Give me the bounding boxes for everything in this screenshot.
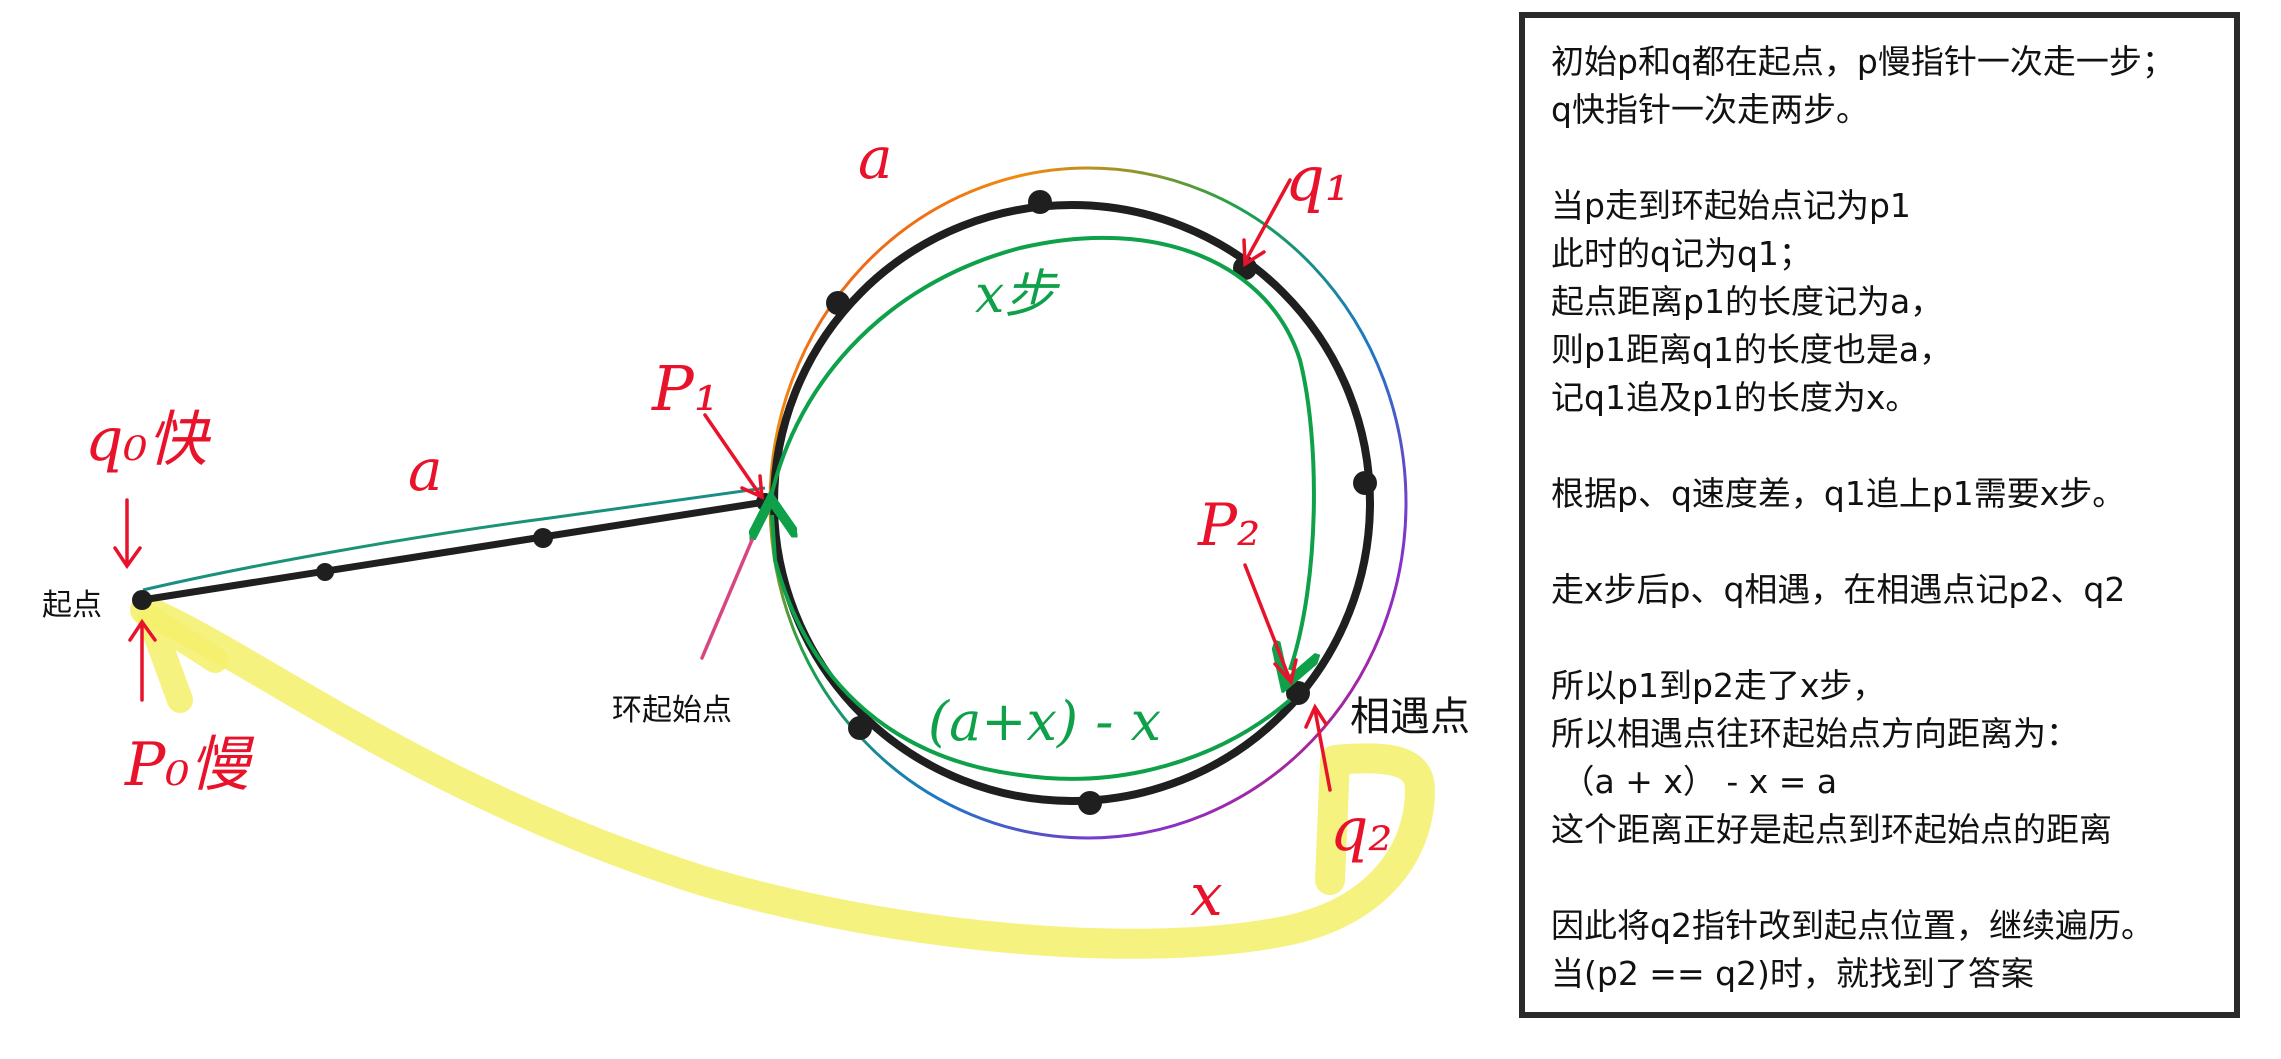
- explanation-line: 则p1距离q1的长度也是a，: [1551, 330, 1953, 369]
- explanation-line: q快指针一次走两步。: [1551, 90, 1869, 129]
- return-to-start-highlight: [130, 595, 1435, 959]
- explanation-line: 起点距离p1的长度记为a，: [1551, 282, 1944, 321]
- pointer-arrows: [113, 178, 1332, 792]
- tail-distance-scribble: [142, 486, 766, 592]
- return-path-green: [772, 515, 1292, 781]
- q0-arrow: [113, 498, 142, 570]
- q2-label: q₂: [1330, 795, 1392, 865]
- explanation-line: 当p走到环起始点记为p1: [1551, 186, 1911, 225]
- explanation-line: [1551, 422, 2210, 470]
- node-tail-1: [316, 563, 334, 581]
- node-loop-left-bottom: [848, 716, 872, 740]
- explanation-line: 根据p、q速度差，q1追上p1需要x步。: [1551, 474, 2126, 513]
- p2-label: P₂: [1197, 491, 1260, 559]
- node-loop-1: [826, 291, 850, 315]
- explanation-line: [1551, 134, 2210, 182]
- explanation-line: 初始p和q都在起点，p慢指针一次走一步；: [1551, 42, 2175, 81]
- explanation-panel: 初始p和q都在起点，p慢指针一次走一步； q快指针一次走两步。 当p走到环起始点…: [1519, 12, 2240, 1018]
- node-loop-right: [1353, 471, 1377, 495]
- start-label: 起点: [42, 588, 102, 623]
- p0-arrow: [128, 618, 157, 702]
- explanation-line: 这个距离正好是起点到环起始点的距离: [1551, 810, 2112, 849]
- loop-entry-label: 环起始点: [612, 693, 732, 728]
- node-start: [132, 590, 152, 610]
- explanation-line: 所以p1到p2走了x步，: [1551, 666, 1886, 705]
- explanation-line: 记q1追及p1的长度为x。: [1551, 378, 1919, 417]
- slow-start-label: P₀慢: [124, 730, 254, 800]
- node-tail-2: [533, 528, 553, 548]
- explanation-line: 此时的q记为q1；: [1551, 234, 1812, 273]
- q1-label: q₁: [1285, 142, 1350, 215]
- p2-arrow: [1243, 563, 1298, 686]
- meeting-point-label: 相遇点: [1350, 694, 1470, 740]
- explanation-line: 当(p2 == q2)时，就找到了答案: [1551, 954, 2034, 993]
- list-tail-line: [138, 498, 769, 604]
- explanation-line: 走x步后p、q相遇，在相遇点记p2、q2: [1551, 570, 2126, 609]
- arc-a-label: a: [858, 124, 893, 192]
- explanation-line: [1551, 518, 2210, 566]
- chase-path-green: [766, 235, 1314, 670]
- explanation-line: [1551, 614, 2210, 662]
- explanation-line: （a + x） - x = a: [1551, 762, 1838, 801]
- q2-arrow: [1304, 703, 1332, 792]
- p1-label: P₁: [651, 352, 719, 425]
- explanation-line: [1551, 854, 2210, 902]
- explanation-line: 所以相遇点往环起始点方向距离为：: [1551, 714, 2079, 753]
- fast-start-label: q₀快: [85, 405, 211, 475]
- loop-entry-arrow: [700, 538, 754, 660]
- x-arc-label: x: [1190, 861, 1223, 929]
- remaining-distance-label: (a+x) - x: [928, 690, 1161, 753]
- node-loop-top: [1028, 190, 1052, 214]
- x-steps-label: x步: [975, 265, 1060, 325]
- start-highlight-arrowhead: [137, 605, 228, 713]
- node-loop-bottom: [1078, 791, 1102, 815]
- p1-arrow: [703, 413, 765, 500]
- linked-list-cycle-diagram: 起点 环起始点 相遇点 q₀快 P₀慢 P₁ q₁ P₂ q₂ a a x x步…: [42, 124, 1470, 959]
- explanation-line: 因此将q2指针改到起点位置，继续遍历。: [1551, 906, 2154, 945]
- q1-arrow: [1242, 178, 1292, 268]
- tail-a-label: a: [408, 436, 443, 504]
